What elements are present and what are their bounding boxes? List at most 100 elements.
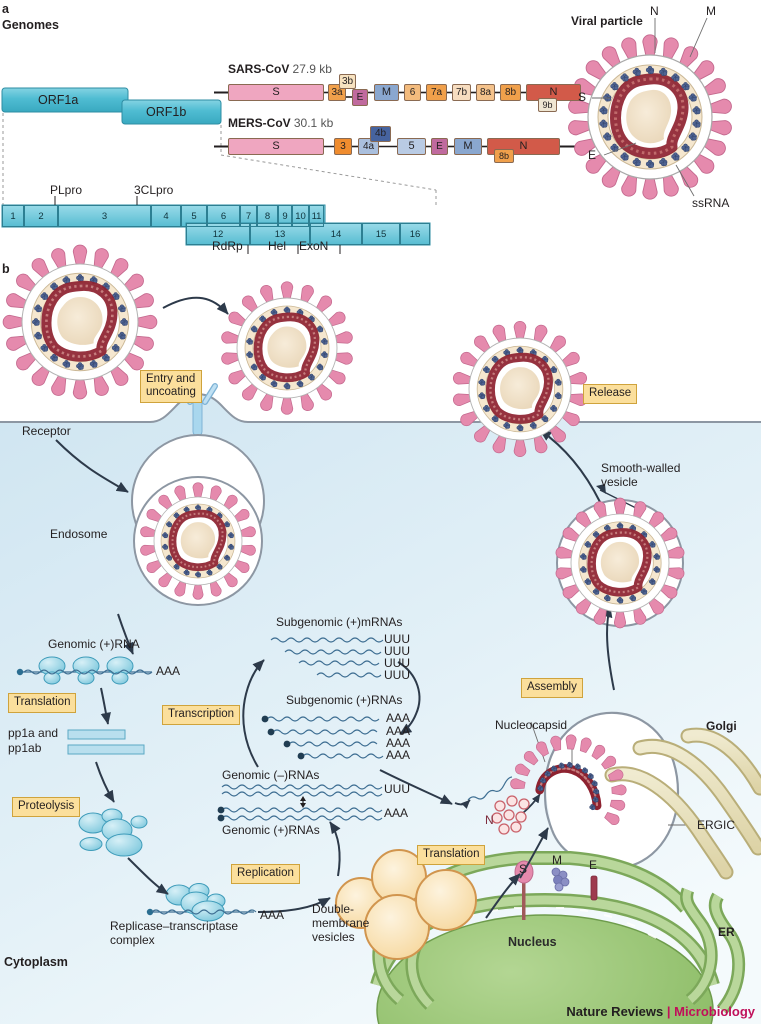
n-protein-dots xyxy=(491,795,530,835)
orf1b-label: ORF1b xyxy=(146,105,187,119)
orf1b-nsp-15: 15 xyxy=(362,223,400,245)
process-arrows xyxy=(55,296,615,919)
uuu-3: UUU xyxy=(384,656,410,670)
aaa-sg-3: AAA xyxy=(386,736,411,750)
viral-particle-graphic xyxy=(568,34,732,200)
aaa-sg-4: AAA xyxy=(386,748,411,762)
step-box-translation2: Translation xyxy=(417,845,486,866)
orf1b-nsp-16: 16 xyxy=(400,223,430,245)
membrane-proteins xyxy=(478,346,562,432)
nucleus-label: Nucleus xyxy=(508,935,557,949)
particle-label-ssrna: ssRNA xyxy=(692,196,730,210)
virion-lumen xyxy=(267,326,307,368)
virion-extracellular-1 xyxy=(2,244,158,400)
panel-a-letter: a xyxy=(2,2,9,16)
membrane-proteins xyxy=(162,504,234,578)
er-label: ER xyxy=(718,925,735,939)
subgenomic-rnas-label: Subgenomic (+)RNAs xyxy=(286,693,403,707)
mers-gene-4b: 4b xyxy=(370,126,391,142)
e-protein-er xyxy=(590,875,598,901)
panel-a-title: Genomes xyxy=(2,18,59,32)
mers-gene-m: M xyxy=(454,138,482,155)
particle-label-n: N xyxy=(650,4,659,18)
particle-label-e: E xyxy=(588,148,597,162)
s-protein-label: S xyxy=(519,862,528,876)
replicase-label-2: complex xyxy=(110,933,155,947)
footer-separator: | xyxy=(666,1004,671,1019)
sars-gene-7a: 7a xyxy=(426,84,447,101)
genomic-plus-rnas-label: Genomic (+)RNAs xyxy=(222,823,320,837)
step-box-transcription: Transcription xyxy=(162,705,241,726)
mers-size: 30.1 kb xyxy=(293,116,334,130)
m-protein-er xyxy=(551,867,570,892)
mers-gene-4a: 4a xyxy=(358,138,379,155)
cytoplasm-label: Cytoplasm xyxy=(4,955,68,969)
orf1a-nsp-10: 10 xyxy=(292,205,309,227)
sars-gene-9b: 9b xyxy=(538,98,557,112)
endosome-label: Endosome xyxy=(50,527,108,541)
double-membrane-vesicles-graphic xyxy=(335,849,477,960)
spike-glycoproteins xyxy=(555,497,685,629)
domain-hel: Hel xyxy=(268,239,287,253)
receptor-label: Receptor xyxy=(22,424,71,438)
aaa-replicase: AAA xyxy=(260,908,285,922)
mers-gene-8b: 8b xyxy=(494,149,514,163)
sars-gene-e: E xyxy=(352,89,368,106)
polyprotein-bars-graphic xyxy=(67,729,145,755)
uuu-1: UUU xyxy=(384,632,410,646)
budding-virion-ergic xyxy=(510,734,627,825)
pp1ab-label: pp1ab xyxy=(8,741,42,755)
spike-glycoproteins-budding xyxy=(510,734,627,825)
particle-label-m: M xyxy=(706,4,716,18)
step-box-assembly: Assembly xyxy=(521,678,583,699)
orf1a-nsp-11: 11 xyxy=(309,205,324,227)
replicase-label-1: Replicase–transcriptase xyxy=(110,919,239,933)
e-protein-label: E xyxy=(589,858,598,872)
orf1b-nsp-12: 12 xyxy=(186,223,250,245)
orf1a-nsp-4: 4 xyxy=(151,205,181,227)
orf1a-nsp-3: 3 xyxy=(58,205,151,227)
membrane-proteins xyxy=(32,274,128,370)
uuu-2: UUU xyxy=(384,644,410,658)
step-box-release: Release xyxy=(583,384,638,405)
uuu-genomic: UUU xyxy=(384,782,410,796)
virion-lumen xyxy=(57,297,103,345)
mers-gene-5: 5 xyxy=(397,138,426,155)
virion-releasing xyxy=(453,321,587,457)
orf1a-nsp-7: 7 xyxy=(240,205,257,227)
aaa-sg-1: AAA xyxy=(386,711,411,725)
genomic-plus-rna-label: Genomic (+)RNA xyxy=(48,637,140,651)
sars-gene-n: N xyxy=(526,84,581,101)
mers-gene-s: S xyxy=(228,138,324,155)
virion-in-smooth-vesicle xyxy=(555,497,685,629)
virion-lumen xyxy=(180,522,216,559)
dmv-label-3: vesicles xyxy=(312,930,355,944)
footer-journal: Nature Reviews xyxy=(566,1004,664,1019)
orf1a-nsp-5: 5 xyxy=(181,205,207,227)
aaa-sg-2: AAA xyxy=(386,724,411,738)
nsp-blobs-graphic xyxy=(78,808,148,857)
pp1a-label: pp1a and xyxy=(8,726,59,740)
sars-name: SARS-CoV xyxy=(228,62,290,76)
sars-size: 27.9 kb xyxy=(292,62,332,76)
orf1a-nsp-9: 9 xyxy=(278,205,292,227)
step-box-proteolysis: Proteolysis xyxy=(12,797,81,818)
uuu-4: UUU xyxy=(384,668,410,682)
mers-gene-3: 3 xyxy=(334,138,352,155)
viral-particle-title: Viral particle xyxy=(571,14,643,28)
mers-gene-e: E xyxy=(431,138,448,155)
spike-glycoproteins xyxy=(140,482,256,600)
orf1a-nsp-2: 2 xyxy=(24,205,58,227)
footer-section: Microbiology xyxy=(674,1004,755,1019)
membrane-proteins xyxy=(246,306,328,390)
step-box-replication: Replication xyxy=(231,864,300,885)
mers-name: MERS-CoV xyxy=(228,116,291,130)
figure-footer: Nature Reviews | Microbiology xyxy=(566,1004,755,1019)
particle-label-s: S xyxy=(578,90,587,104)
sars-gene-m: M xyxy=(374,84,399,101)
orf1a-nsp-8: 8 xyxy=(257,205,278,227)
dmv-label-1: Double- xyxy=(312,902,355,916)
genomic-minus-rnas-label: Genomic (–)RNAs xyxy=(222,768,320,782)
spike-glycoproteins xyxy=(221,281,353,415)
